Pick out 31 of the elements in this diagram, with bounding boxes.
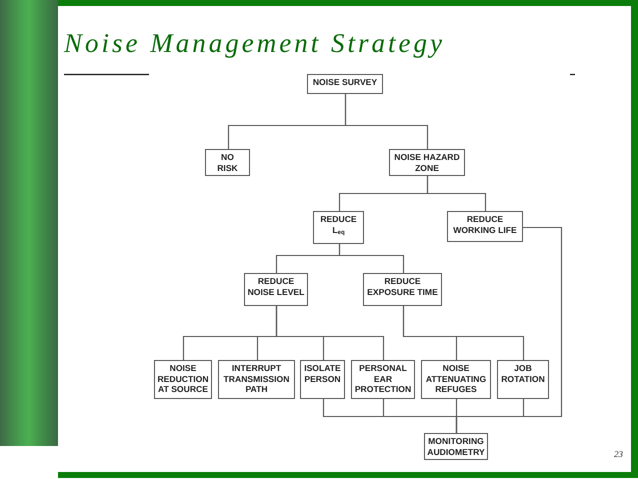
connector-line (456, 399, 524, 433)
connector-line (426, 176, 486, 211)
node-label: ISOLATE PERSON (303, 363, 342, 384)
process-box (313, 211, 364, 244)
node-label: INTERRUPT TRANSMISSION PATH (222, 363, 290, 395)
slide-title: Noise Management Strategy (64, 28, 445, 59)
node-label: REDUCE WORKING LIFE (452, 214, 518, 236)
process-box (205, 149, 250, 176)
node-label: JOB ROTATION (500, 363, 546, 384)
node-label: REDUCE L$_{eq}$ (319, 214, 358, 236)
process-box (389, 149, 465, 176)
process-box (447, 211, 523, 242)
node-label: MONITORING AUDIOMETRY (426, 436, 486, 458)
node-label: NOISE REDUCTION AT SOURCE (156, 363, 210, 395)
node-label: REDUCE EXPOSURE TIME (366, 276, 439, 298)
connector-line (276, 306, 384, 360)
process-box (307, 74, 383, 94)
node-label: PERSONAL EAR PROTECTION (354, 363, 412, 395)
connector-line (344, 94, 428, 149)
connector-line (338, 244, 404, 273)
process-box (244, 273, 308, 306)
connector-line (402, 306, 524, 360)
node-label: NO RISK (216, 152, 239, 174)
process-box (363, 273, 442, 306)
node-label: NOISE HAZARD ZONE (393, 152, 461, 174)
node-label: REDUCE NOISE LEVEL (246, 276, 306, 298)
node-label: NOISE SURVEY (312, 77, 378, 88)
process-box (497, 360, 549, 399)
node-label: NOISE ATTENUATING REFUGES (424, 363, 488, 395)
page-number: 23 (614, 449, 623, 459)
process-box (300, 360, 345, 399)
